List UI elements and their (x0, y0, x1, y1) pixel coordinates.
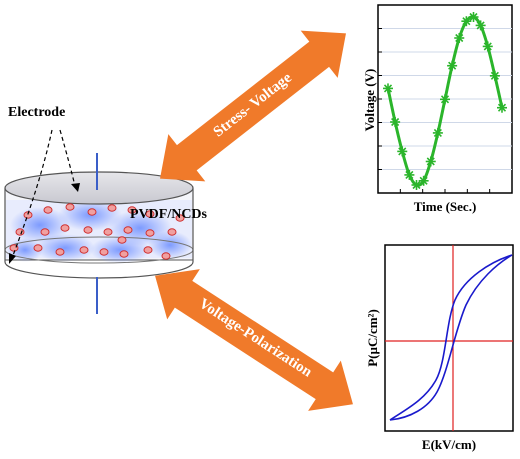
nanoparticle (33, 244, 43, 252)
pvdf-label: PVDF/NCDs (130, 207, 207, 222)
voltage-chart-ticks (378, 28, 491, 193)
nanoparticle (83, 226, 93, 234)
polarization-chart-xlabel: E(kV/cm) (421, 437, 477, 452)
nanoparticles (9, 203, 185, 260)
voltage-marker (418, 175, 429, 186)
polarization-chart-ylabel: P(µC/cm²) (365, 309, 380, 367)
device-cylinder (4, 153, 194, 314)
nanoparticle (15, 228, 25, 236)
voltage-marker (425, 156, 436, 167)
nanoparticle (99, 248, 109, 256)
voltage-marker (489, 70, 500, 81)
nanoparticle (145, 229, 155, 237)
nanoparticle (87, 208, 97, 216)
voltage-marker (475, 20, 486, 31)
voltage-marker (390, 117, 401, 127)
voltage-marker (404, 169, 415, 180)
voltage-marker (461, 16, 472, 27)
voltage-chart (377, 4, 513, 194)
electrode-pointers (9, 129, 80, 264)
stress-voltage-arrow (160, 30, 346, 182)
nanoparticle (43, 206, 53, 214)
voltage-marker (440, 94, 450, 105)
nanoparticle (143, 246, 153, 254)
voltage-marker (454, 33, 465, 43)
voltage-marker (468, 12, 479, 22)
nanoparticle (117, 236, 127, 244)
nanoparticle (161, 252, 171, 260)
voltage-marker (397, 146, 408, 157)
nanoparticle (123, 226, 133, 234)
nanoparticle (23, 211, 33, 219)
nanoparticle (55, 248, 65, 256)
nanoparticle (79, 246, 89, 254)
voltage-chart-grid (378, 28, 512, 170)
nanoparticle (127, 206, 137, 214)
voltage-chart-xlabel: Time (Sec.) (413, 199, 477, 214)
voltage-polarization-arrow (155, 269, 353, 411)
voltage-marker (447, 60, 458, 71)
polarization-chart (384, 244, 514, 432)
nanoparticle (65, 203, 75, 211)
voltage-marker (411, 180, 422, 190)
voltage-marker (497, 102, 507, 113)
voltage-chart-ylabel: Voltage (V) (362, 68, 377, 132)
nanoparticle (167, 228, 177, 236)
nanoparticle (175, 214, 185, 222)
nanoparticle (103, 228, 113, 236)
voltage-marker (432, 127, 443, 138)
polarization-chart-frame (384, 244, 514, 432)
hysteresis-upper-branch (389, 254, 513, 421)
voltage-markers (383, 12, 507, 190)
hysteresis-lower-branch (389, 254, 513, 421)
nanoparticle (145, 210, 155, 218)
nanoparticle (40, 228, 50, 236)
nanoparticle (107, 204, 117, 212)
voltage-marker (482, 41, 493, 52)
nanoparticle (119, 250, 129, 258)
electrode-label: Electrode (8, 105, 66, 120)
nanoparticle (60, 224, 70, 232)
voltage-marker (383, 83, 393, 94)
top-electrode (4, 171, 194, 205)
